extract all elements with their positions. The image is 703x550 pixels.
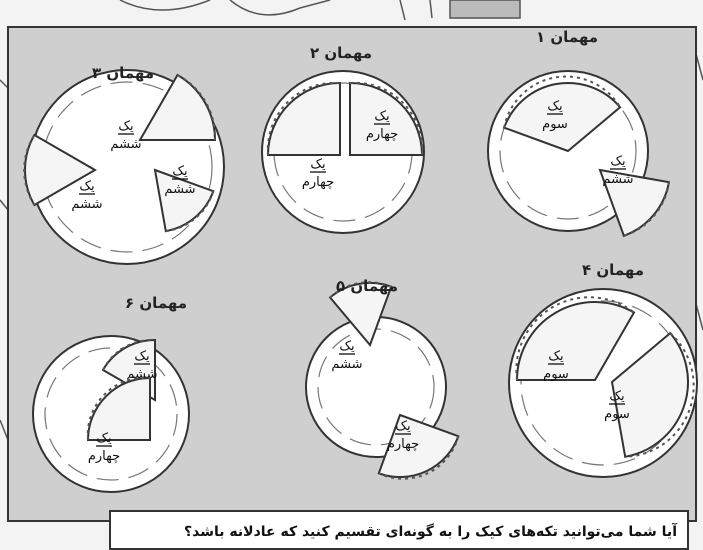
caption-box: آیا شما می‌توانید تکه‌های کیک را به گونه… [109,510,689,550]
guest-label-4: مهمان ۴ [582,261,644,279]
guest-label-5: مهمان ۵ [336,277,398,295]
guest-label-3: مهمان ۳ [92,64,154,82]
guest-label-2: مهمان ۲ [310,44,372,62]
guest-label-6: مهمان ۶ [125,294,187,312]
caption-text: آیا شما می‌توانید تکه‌های کیک را به گونه… [184,524,677,540]
guest-label-1: مهمان ۱ [536,28,598,46]
